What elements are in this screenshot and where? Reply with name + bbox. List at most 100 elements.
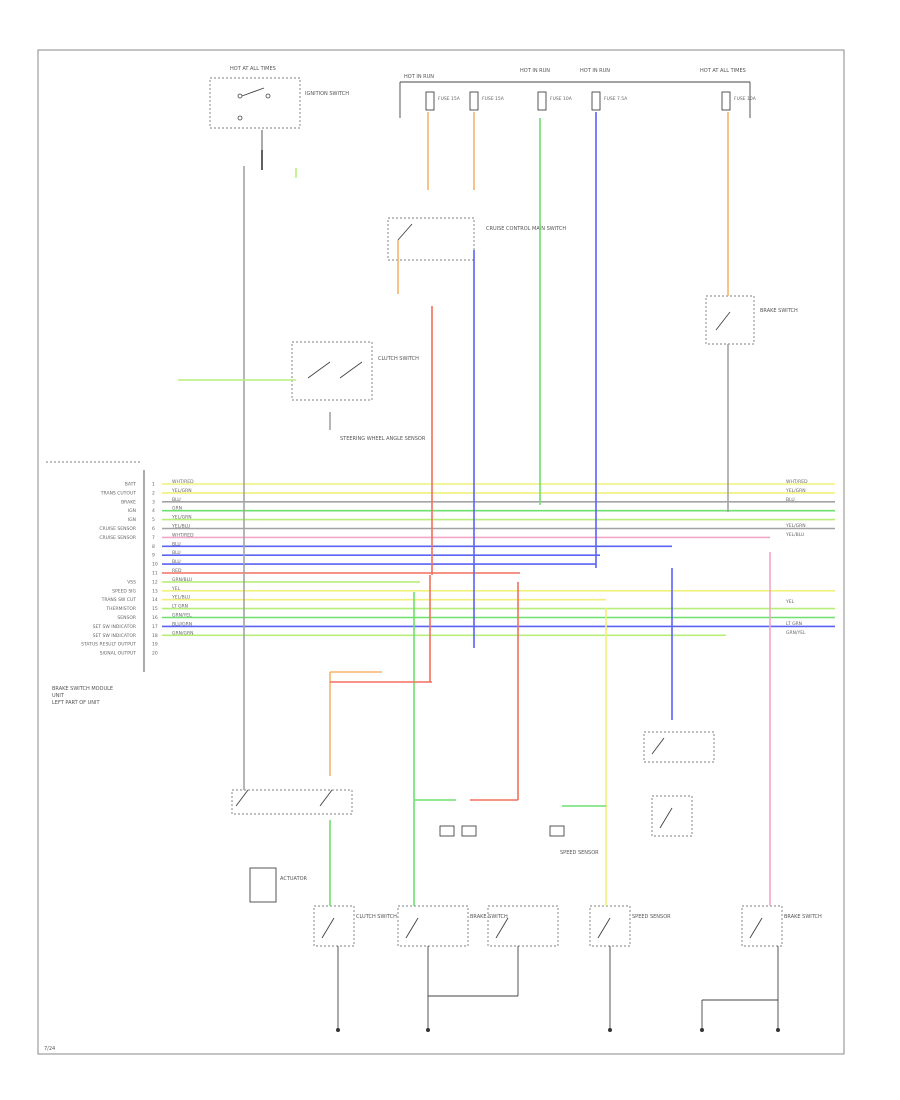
- bus-wire-label: GRN/YEL: [172, 613, 192, 619]
- module-pin-number: 11: [152, 571, 158, 577]
- module-row-label: STATUS RESULT OUTPUT: [81, 642, 136, 648]
- module-row-label: TRANS CUTOUT: [100, 490, 136, 496]
- brake-switch-upper: BRAKE SWITCH: [705, 295, 798, 345]
- lower-components: ACTUATOR SPEED SENSOR CLUTCH SWITCH BRAK…: [231, 731, 822, 1032]
- bus-wire-label: BLU: [172, 497, 181, 503]
- bus-wire-label: BLU: [172, 550, 181, 556]
- bus-wire-label: YEL/BLU: [171, 595, 190, 601]
- right-wire-label: BLU: [786, 497, 795, 503]
- bus-wire-label: GRN/BLU: [172, 577, 192, 583]
- bus-wire-label: YEL/GRN: [171, 515, 192, 521]
- module-pin-number: 1: [152, 482, 155, 488]
- ground-connector-left: [439, 825, 565, 837]
- module-pin-number: 13: [152, 588, 158, 594]
- module-label-3: LEFT PART OF UNIT: [52, 700, 101, 706]
- svg-text:FUSE 10A: FUSE 10A: [734, 96, 757, 102]
- switch-row-lower: [313, 905, 783, 947]
- right-wire-label: YEL/BLU: [785, 532, 804, 538]
- svg-text:FUSE 7.5A: FUSE 7.5A: [604, 96, 628, 102]
- module-label-1: BRAKE SWITCH MODULE: [52, 686, 113, 692]
- steering-sensor-label: STEERING WHEEL ANGLE SENSOR: [340, 436, 426, 442]
- control-module: BRAKE SWITCH MODULE UNIT LEFT PART OF UN…: [46, 461, 145, 706]
- bus-wire-label: GRN: [172, 506, 182, 512]
- fuse-5: FUSE 10A: [721, 91, 757, 111]
- module-row-label: SENSOR: [117, 615, 136, 621]
- bus-wire-label: YEL/BLU: [171, 524, 190, 530]
- top-label-2: HOT IN RUN: [404, 74, 434, 80]
- main-switch-label: CRUISE CONTROL MAIN SWITCH: [486, 226, 566, 232]
- right-wire-label: LT GRN: [786, 621, 802, 627]
- power-supply-labels: HOT AT ALL TIMES HOT IN RUN HOT IN RUN H…: [230, 66, 751, 118]
- module-pin-number: 2: [152, 490, 155, 496]
- top-label-3: HOT IN RUN: [520, 68, 550, 74]
- module-pin-number: 14: [152, 597, 158, 603]
- module-pin-number: 17: [152, 624, 158, 630]
- actuator-box: [249, 867, 277, 903]
- vertical-wires: [178, 112, 771, 906]
- module-row-label: IGN: [128, 508, 136, 514]
- module-pin-number: 9: [152, 553, 155, 559]
- fuse-4: FUSE 7.5A: [591, 91, 628, 111]
- right-wire-label: YEL: [785, 599, 795, 605]
- module-row-label: CRUISE SENSOR: [99, 535, 136, 541]
- module-row-label: SET SW INDICATOR: [93, 624, 136, 630]
- module-label-2: UNIT: [52, 693, 65, 699]
- speed-sensor-lower-label: SPEED SENSOR: [632, 914, 671, 920]
- bus-wire-label: WHT/RED: [172, 479, 194, 485]
- module-pin-number: 5: [152, 517, 155, 523]
- bus-wire-label: WHT/RED: [172, 532, 194, 538]
- module-pin-number: 7: [152, 535, 155, 541]
- bus-wire-label: BLU: [172, 541, 181, 547]
- module-row-label: SIGNAL OUTPUT: [100, 651, 137, 657]
- module-pin-number: 8: [152, 544, 155, 550]
- actuator-label: ACTUATOR: [280, 876, 308, 882]
- module-pin-number: 16: [152, 615, 158, 621]
- module-pin-number: 15: [152, 606, 158, 612]
- ignition-switch: IGNITION SWITCH: [209, 77, 349, 150]
- module-pin-number: 4: [152, 508, 155, 514]
- ground-points: [336, 946, 780, 1032]
- clutch-switch-upper: CLUTCH SWITCH STEERING WHEEL ANGLE SENSO…: [291, 341, 426, 442]
- right-wire-label: YEL/GRN: [785, 488, 806, 494]
- module-row-label: SET SW INDICATOR: [93, 633, 136, 639]
- fuse-3: FUSE 10A: [537, 91, 573, 111]
- module-row-label: CRUISE SENSOR: [99, 526, 136, 532]
- module-row-label: BATT: [125, 482, 136, 488]
- module-row-label: IGN: [128, 517, 136, 523]
- brake-switch-upper-label: BRAKE SWITCH: [760, 308, 798, 314]
- brake-actuator-right: [643, 731, 715, 837]
- fuses: FUSE 15A FUSE 15A FUSE 10A FUSE 7.5A FUS…: [425, 91, 757, 111]
- right-wire-label: YEL/GRN: [785, 523, 806, 529]
- cruise-main-switch: CRUISE CONTROL MAIN SWITCH: [387, 217, 566, 261]
- top-label-4: HOT IN RUN: [580, 68, 610, 74]
- bus-wire-label: YEL: [171, 586, 181, 592]
- module-row-label: SPEED SIG: [112, 588, 136, 594]
- corner-label: 7/24: [44, 1046, 55, 1052]
- right-wire-label: GRN/YEL: [786, 630, 806, 636]
- diagram-frame: [37, 49, 845, 1055]
- module-pin-number: 3: [152, 499, 155, 505]
- module-row-label: THERMISTOR: [105, 606, 136, 612]
- bus-wire-label: BLU: [172, 559, 181, 565]
- svg-text:FUSE 10A: FUSE 10A: [550, 96, 573, 102]
- bus-wire-label: GRN/GRN: [172, 630, 193, 636]
- bus-wire-label: RED: [172, 568, 182, 574]
- svg-text:FUSE 15A: FUSE 15A: [482, 96, 505, 102]
- module-pin-number: 20: [152, 651, 158, 657]
- module-row-label: BRAKE: [121, 499, 136, 505]
- fuse-1: FUSE 15A: [425, 91, 461, 111]
- clutch-switch-upper-label: CLUTCH SWITCH: [378, 356, 419, 362]
- module-pin-number: 12: [152, 579, 158, 585]
- module-pin-number: 18: [152, 633, 158, 639]
- bus-wire-label: LT GRN: [172, 604, 188, 610]
- right-wire-label: WHT/RED: [786, 479, 808, 485]
- ignition-switch-label: IGNITION SWITCH: [305, 91, 349, 97]
- bus-wire-label: YEL/GRN: [171, 488, 192, 494]
- module-pin-number: 10: [152, 562, 158, 568]
- module-pin-number: 6: [152, 526, 155, 532]
- bus-wire-label: BLU/GRN: [172, 621, 192, 627]
- module-pin-number: 19: [152, 642, 158, 648]
- top-label-5: HOT AT ALL TIMES: [700, 68, 746, 74]
